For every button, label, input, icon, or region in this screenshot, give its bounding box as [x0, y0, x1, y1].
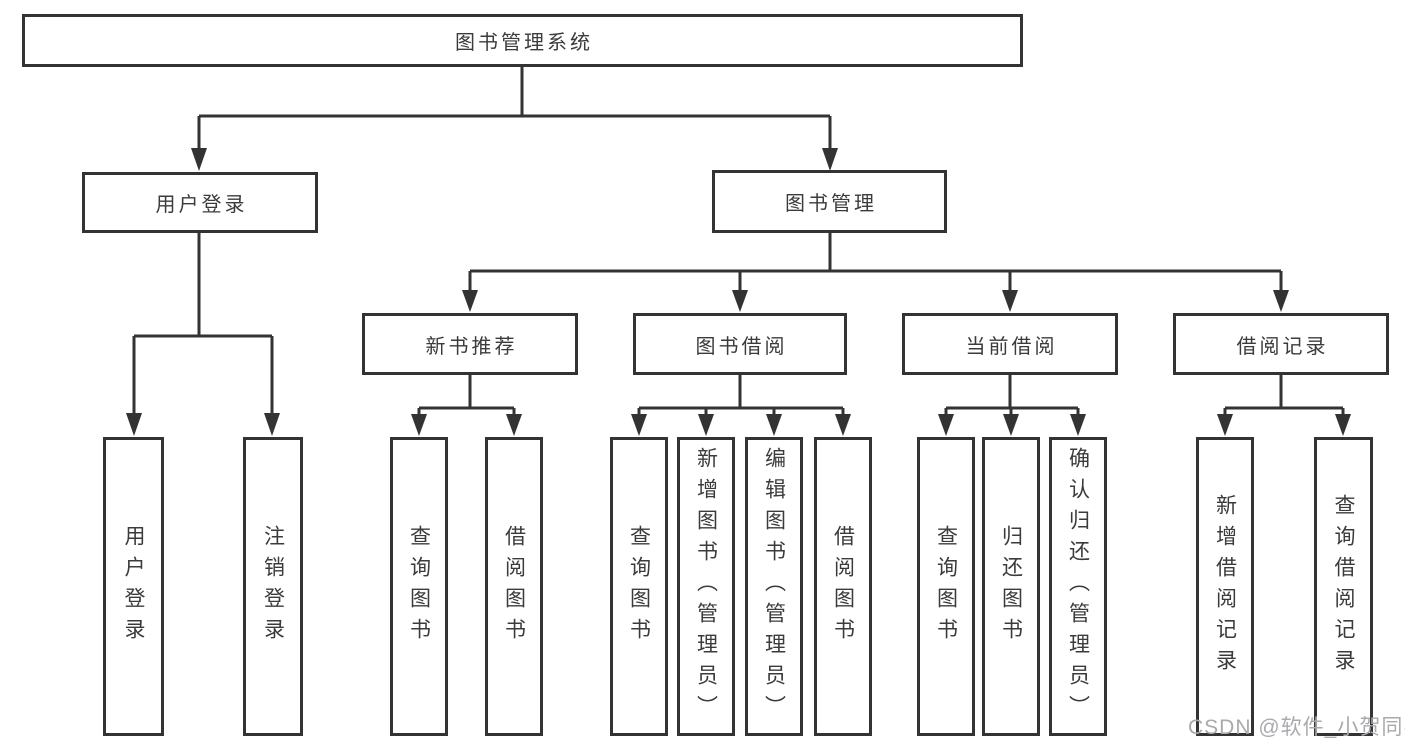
arrowhead-icon — [411, 414, 427, 436]
leaf-borrow-books-recommend: 借阅图书 — [485, 437, 543, 736]
node-book-management: 图书管理 — [712, 170, 947, 233]
leaf-query-borrow-record: 查询借阅记录 — [1314, 437, 1373, 736]
arrowhead-icon — [631, 414, 647, 436]
node-label: 新增借阅记录 — [1213, 493, 1237, 680]
leaf-return-books: 归还图书 — [982, 437, 1040, 736]
arrowhead-icon — [126, 413, 142, 436]
node-label: 查询图书 — [407, 524, 431, 649]
node-label: 用户登录 — [122, 524, 145, 649]
arrowhead-icon — [1002, 290, 1018, 312]
node-label: 图书借阅 — [695, 335, 788, 358]
node-label: 查询图书 — [627, 524, 651, 649]
leaf-user-login: 用户登录 — [103, 437, 164, 736]
node-book-borrow: 图书借阅 — [633, 313, 847, 375]
node-borrow-record: 借阅记录 — [1173, 313, 1389, 375]
leaf-add-book-admin: 新增图书（管理员） — [677, 437, 735, 736]
node-new-book-recommend: 新书推荐 — [362, 313, 578, 375]
node-label: 查询借阅记录 — [1332, 493, 1355, 680]
node-label: 编辑图书（管理员） — [762, 447, 786, 726]
arrowhead-icon — [1070, 414, 1086, 436]
arrowhead-icon — [1003, 414, 1019, 436]
node-library-management-system: 图书管理系统 — [22, 14, 1023, 67]
csdn-watermark: CSDN @软件_小贺同学 — [1188, 716, 1405, 739]
node-user-login: 用户登录 — [82, 172, 318, 233]
leaf-borrow-books-borrow: 借阅图书 — [814, 437, 872, 736]
node-label: 借阅图书 — [831, 524, 855, 649]
node-label: 图书管理系统 — [455, 32, 593, 54]
arrowheads — [126, 148, 1351, 436]
arrowhead-icon — [835, 414, 851, 436]
leaf-query-books-recommend: 查询图书 — [390, 437, 448, 736]
arrowhead-icon — [822, 148, 838, 171]
arrowhead-icon — [264, 413, 280, 436]
node-label: 新增图书（管理员） — [694, 447, 718, 726]
node-label: 借阅图书 — [502, 524, 526, 649]
arrowhead-icon — [191, 148, 207, 171]
tree-edges — [132, 67, 1345, 428]
node-label: 新书推荐 — [425, 335, 518, 358]
leaf-query-books-current: 查询图书 — [917, 437, 975, 736]
node-label: 借阅记录 — [1236, 335, 1329, 358]
arrowhead-icon — [462, 290, 478, 312]
node-current-borrow: 当前借阅 — [902, 313, 1118, 375]
arrowhead-icon — [938, 414, 954, 436]
leaf-query-books-borrow: 查询图书 — [610, 437, 668, 736]
node-label: 确认归还（管理员） — [1066, 447, 1090, 726]
arrowhead-icon — [766, 414, 782, 436]
node-label: 注销登录 — [261, 524, 285, 649]
leaf-add-borrow-record: 新增借阅记录 — [1196, 437, 1254, 736]
leaf-logout-login: 注销登录 — [243, 437, 303, 736]
node-label: 图书管理 — [785, 193, 877, 215]
arrowhead-icon — [1335, 414, 1351, 436]
leaf-edit-book-admin: 编辑图书（管理员） — [745, 437, 803, 736]
node-label: 用户登录 — [155, 194, 248, 216]
arrowhead-icon — [698, 414, 714, 436]
node-label: 归还图书 — [999, 524, 1023, 649]
arrowhead-icon — [1273, 290, 1289, 312]
arrowhead-icon — [1217, 414, 1233, 436]
node-label: 查询图书 — [934, 524, 958, 649]
arrowhead-icon — [732, 290, 748, 312]
leaf-confirm-return-admin: 确认归还（管理员） — [1049, 437, 1107, 736]
arrowhead-icon — [506, 414, 522, 436]
node-label: 当前借阅 — [965, 335, 1058, 358]
